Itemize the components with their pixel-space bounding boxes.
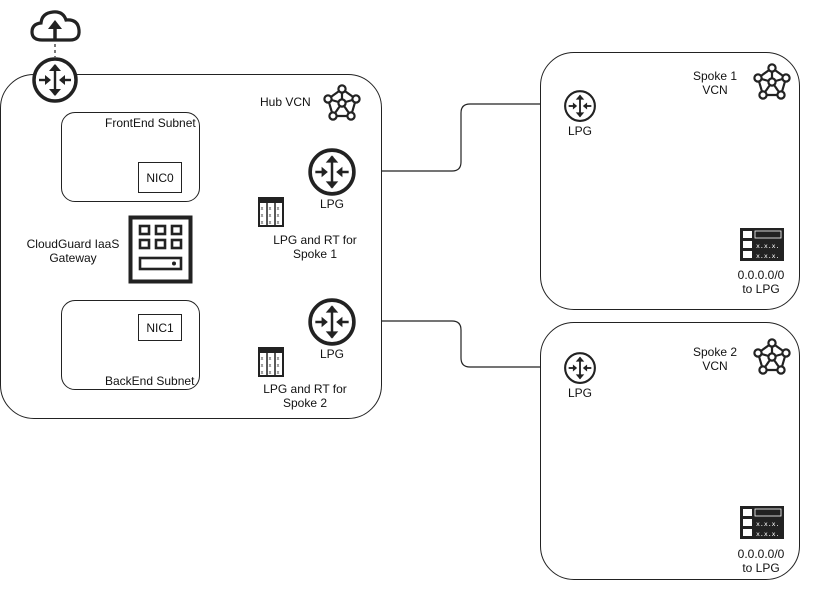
spoke1-route-table-icon[interactable]: x.x.x. x.x.x. xyxy=(739,227,785,262)
nic0[interactable]: NIC0 xyxy=(138,162,182,193)
svg-text:x: x xyxy=(261,206,264,212)
rt1-label: LPG and RT for Spoke 1 xyxy=(273,233,357,261)
connector-spoke1 xyxy=(363,99,557,176)
hub-lpg2-label: LPG xyxy=(319,347,344,361)
frontend-subnet-label: FrontEnd Subnet xyxy=(105,116,196,130)
nic1[interactable]: NIC1 xyxy=(138,314,182,341)
svg-text:x: x xyxy=(261,213,264,219)
connector-spoke2 xyxy=(363,316,557,372)
rt2-label: LPG and RT for Spoke 2 xyxy=(263,382,347,410)
backend-subnet-label: BackEnd Subnet xyxy=(105,374,195,388)
spoke1-vcn-title: Spoke 1 VCN xyxy=(692,69,738,97)
svg-text:x.x.x.: x.x.x. xyxy=(756,242,779,250)
svg-text:x: x xyxy=(269,206,272,212)
spoke1-lpg-label: LPG xyxy=(567,124,592,138)
svg-text:x: x xyxy=(277,356,280,362)
svg-text:x.x.x.: x.x.x. xyxy=(756,252,779,260)
svg-text:x: x xyxy=(269,370,272,376)
hub-lpg1-router-icon[interactable] xyxy=(307,147,357,197)
hub-lpg2-router-icon[interactable] xyxy=(307,297,357,347)
spoke2-route-table-icon[interactable]: x.x.x. x.x.x. xyxy=(739,505,785,540)
svg-text:x: x xyxy=(261,220,264,226)
svg-text:x.x.x.: x.x.x. xyxy=(756,520,779,528)
spoke1-route-label: 0.0.0.0/0 to LPG xyxy=(737,268,785,296)
hub-vcn-title: Hub VCN xyxy=(260,95,311,109)
spoke2-vcn-network-icon xyxy=(753,338,791,375)
svg-text:x: x xyxy=(277,206,280,212)
spoke2-vcn-title: Spoke 2 VCN xyxy=(692,345,738,373)
svg-text:x: x xyxy=(277,370,280,376)
internet-gateway-router-icon[interactable] xyxy=(31,56,79,104)
svg-text:x: x xyxy=(277,363,280,369)
svg-text:x: x xyxy=(277,213,280,219)
svg-text:x: x xyxy=(269,363,272,369)
firewall-appliance-icon[interactable] xyxy=(128,215,193,284)
internet-cloud-icon[interactable] xyxy=(29,7,83,45)
svg-text:x: x xyxy=(269,220,272,226)
hub-vcn-network-icon xyxy=(323,84,361,121)
svg-text:x: x xyxy=(269,356,272,362)
spoke1-lpg-router-icon[interactable] xyxy=(563,89,597,123)
svg-text:x: x xyxy=(261,356,264,362)
gateway-label: CloudGuard IaaS Gateway xyxy=(26,237,120,265)
svg-text:x: x xyxy=(261,370,264,376)
svg-text:x: x xyxy=(277,220,280,226)
svg-text:x: x xyxy=(269,213,272,219)
spoke2-lpg-router-icon[interactable] xyxy=(563,351,597,385)
spoke2-lpg-label: LPG xyxy=(567,386,592,400)
spoke1-vcn-network-icon xyxy=(753,63,791,100)
hub-lpg1-label: LPG xyxy=(319,197,344,211)
spoke2-route-label: 0.0.0.0/0 to LPG xyxy=(737,547,785,575)
svg-text:x.x.x.: x.x.x. xyxy=(756,530,779,538)
svg-text:x: x xyxy=(261,363,264,369)
